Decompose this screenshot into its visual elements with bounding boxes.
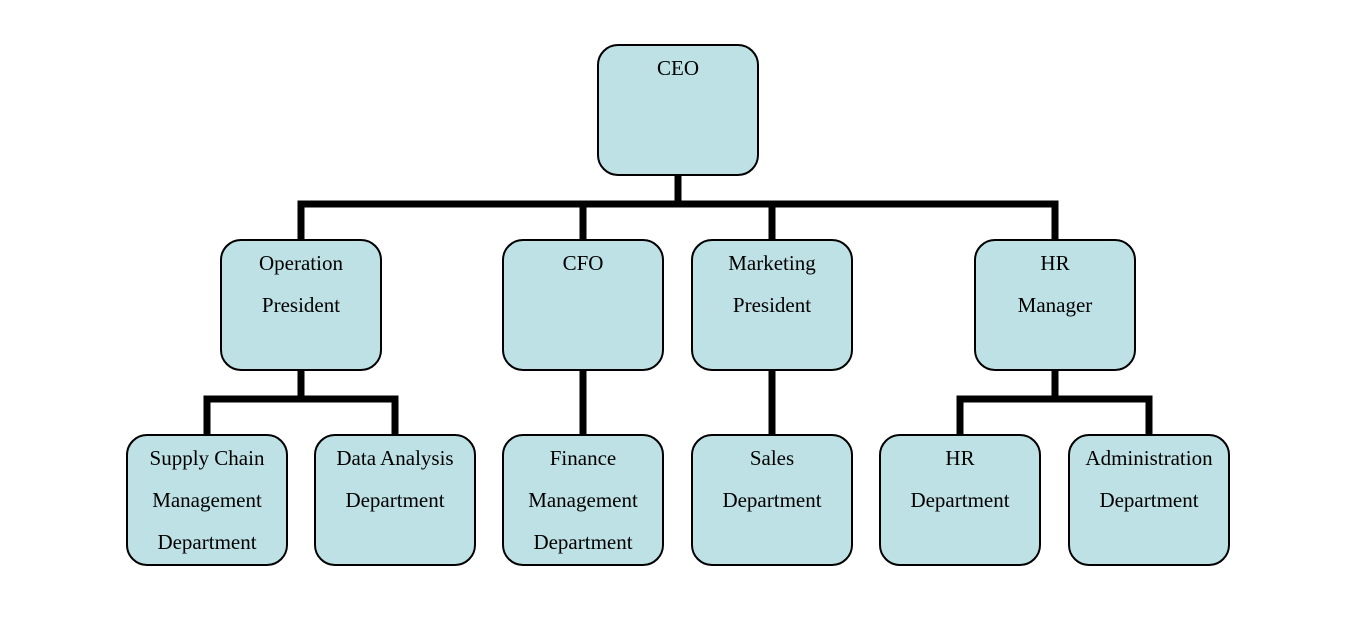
- node-hr-department: HR Department: [879, 434, 1041, 566]
- node-label-line: CEO: [657, 56, 699, 80]
- node-box: [691, 434, 853, 566]
- node-box: [126, 434, 288, 566]
- node-box: [502, 239, 664, 371]
- node-label-line: Management: [152, 488, 262, 512]
- node-label-line: Sales: [750, 446, 794, 470]
- connector-line: [768, 370, 776, 435]
- node-label-line: Operation: [259, 251, 343, 275]
- node-label-line: Department: [722, 488, 821, 512]
- connector-line: [1051, 200, 1059, 240]
- node-label-line: Finance: [550, 446, 616, 470]
- node-box: [879, 434, 1041, 566]
- node-label-line: Marketing: [728, 251, 816, 275]
- connector-line: [297, 370, 305, 403]
- node-label-line: Department: [157, 530, 256, 554]
- node-box: [691, 239, 853, 371]
- node-cfo: CFO: [502, 239, 664, 371]
- connector-line: [1051, 370, 1059, 403]
- node-label-line: Manager: [1018, 293, 1093, 317]
- connector-line: [297, 200, 1059, 208]
- node-box: [220, 239, 382, 371]
- node-label-line: Data Analysis: [336, 446, 453, 470]
- node-label-line: Department: [345, 488, 444, 512]
- node-box: [314, 434, 476, 566]
- node-label-line: Department: [533, 530, 632, 554]
- connector-line: [768, 200, 776, 240]
- node-label-line: Supply Chain: [150, 446, 265, 470]
- node-label-line: HR: [1040, 251, 1069, 275]
- node-label-line: Management: [528, 488, 638, 512]
- node-box: [502, 434, 664, 566]
- node-box: [974, 239, 1136, 371]
- node-ceo: CEO: [597, 44, 759, 176]
- node-label-line: Department: [910, 488, 1009, 512]
- connector-line: [579, 370, 587, 435]
- node-label-line: President: [262, 293, 340, 317]
- node-box: [597, 44, 759, 176]
- connector-line: [956, 395, 964, 435]
- node-label-line: Administration: [1085, 446, 1213, 470]
- connector-lines: [203, 175, 1153, 435]
- connector-line: [674, 175, 682, 208]
- node-hr-manager: HR Manager: [974, 239, 1136, 371]
- node-label-line: HR: [945, 446, 974, 470]
- connector-line: [579, 200, 587, 240]
- connector-line: [391, 395, 399, 435]
- connector-line: [297, 200, 305, 240]
- node-box: [1068, 434, 1230, 566]
- connector-line: [203, 395, 399, 403]
- connector-line: [1145, 395, 1153, 435]
- node-label-line: Department: [1099, 488, 1198, 512]
- connector-line: [956, 395, 1153, 403]
- node-label-line: CFO: [563, 251, 604, 275]
- connector-line: [203, 395, 211, 435]
- node-label-line: President: [733, 293, 811, 317]
